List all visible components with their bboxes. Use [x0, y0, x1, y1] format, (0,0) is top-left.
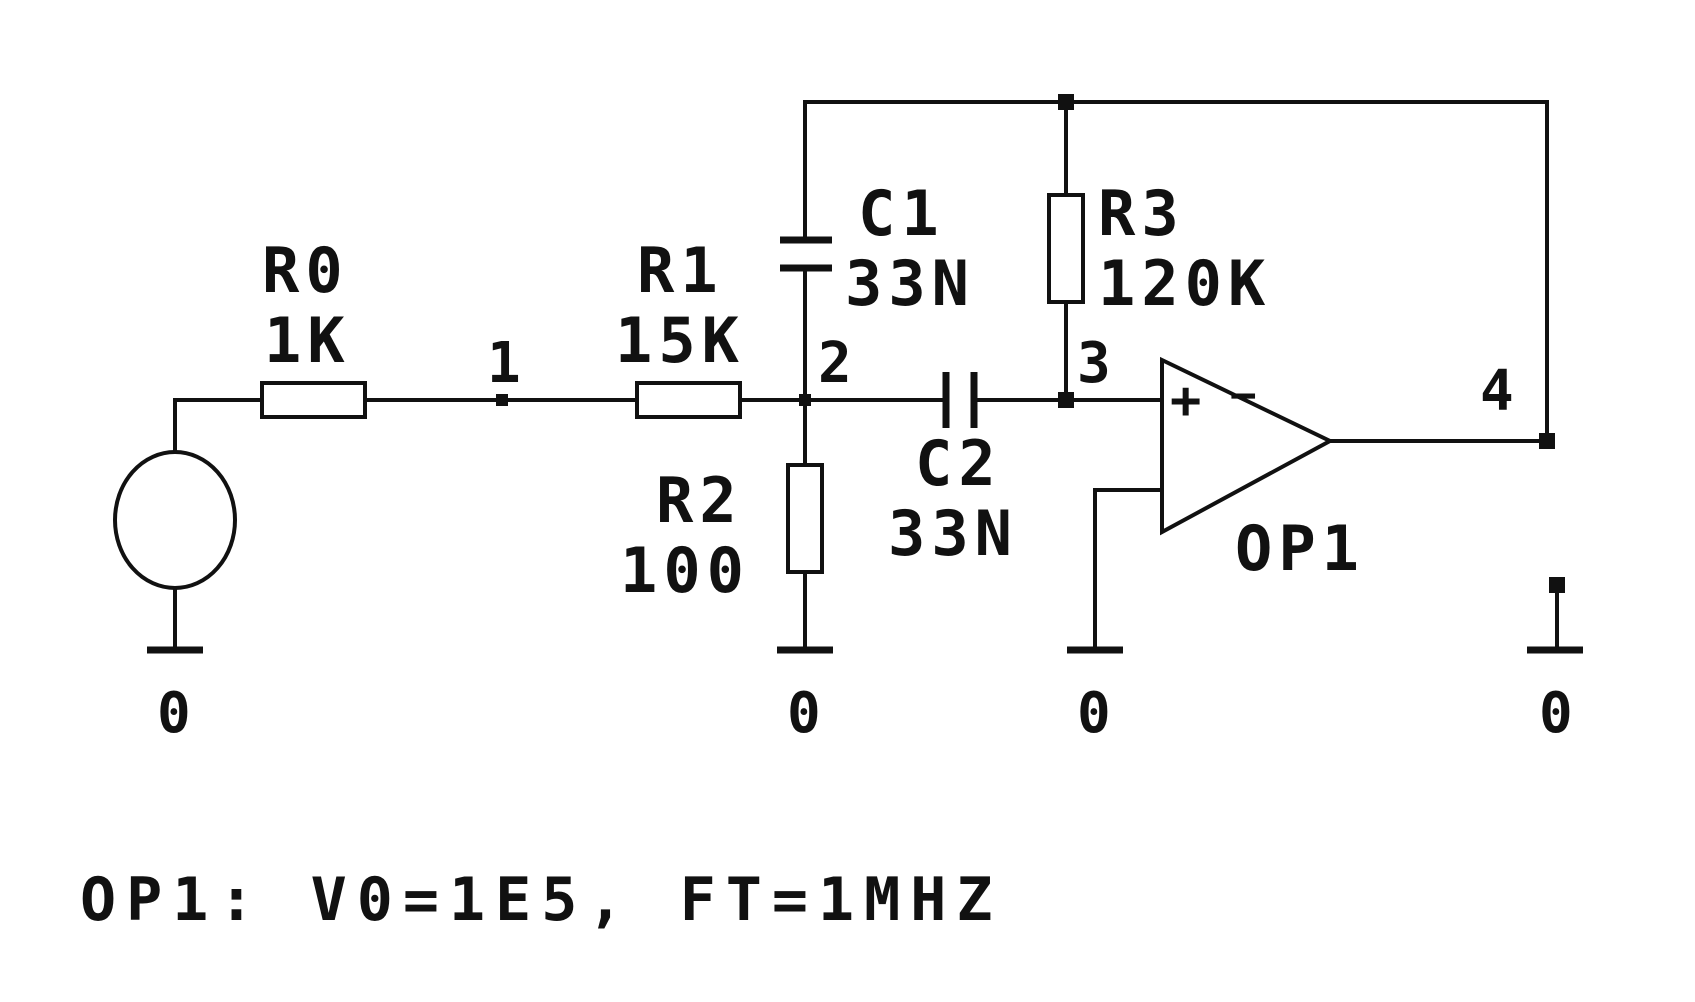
label-r0-value: 1K	[264, 304, 351, 377]
resistor-r0	[260, 381, 367, 419]
label-node2: 2	[818, 331, 852, 396]
capacitor-c1	[780, 236, 832, 272]
label-c1-name: C1	[858, 177, 945, 250]
label-op1-name: OP1	[1235, 512, 1365, 585]
label-ground-1: 0	[157, 681, 191, 746]
label-r2-name: R2	[656, 464, 743, 537]
junction-node1	[496, 394, 508, 406]
label-c1-value: 33N	[845, 247, 975, 320]
label-r0-name: R0	[262, 234, 349, 307]
opamp-op1	[1160, 356, 1335, 536]
label-c2-name: C2	[915, 427, 1002, 500]
label-r1-name: R1	[637, 234, 724, 307]
label-r3-name: R3	[1098, 177, 1185, 250]
opamp-plus-sign: +	[1170, 371, 1201, 431]
voltage-source	[113, 450, 237, 590]
label-node1: 1	[487, 331, 521, 396]
label-ground-4: 0	[1539, 681, 1573, 746]
label-node3: 3	[1077, 331, 1111, 396]
wire-source-to-r0	[173, 398, 264, 454]
opamp-minus-sign: −	[1230, 370, 1257, 421]
opamp-parameters-note: OP1: V0=1E5, FT=1MHZ	[80, 865, 1002, 935]
junction-node3	[1058, 392, 1074, 408]
wires	[173, 100, 1559, 652]
junction-top-rail	[1058, 94, 1074, 110]
label-r2-value: 100	[620, 534, 750, 607]
wire-c1-to-top-rail	[803, 100, 1068, 238]
resistor-r1	[635, 381, 742, 419]
wire-opamp-minus-to-ground	[1093, 488, 1164, 652]
wire-top-rail-to-output	[1064, 100, 1549, 443]
label-r1-value: 15K	[615, 304, 745, 377]
label-node4: 4	[1480, 359, 1514, 424]
label-ground-3: 0	[1077, 681, 1111, 746]
label-c2-value: 33N	[888, 497, 1018, 570]
resistor-r2	[786, 463, 824, 574]
label-r3-value: 120K	[1098, 247, 1271, 320]
junction-node2	[799, 394, 811, 406]
resistor-r3	[1047, 193, 1085, 304]
junction-right-ground	[1549, 577, 1565, 593]
label-ground-2: 0	[787, 681, 821, 746]
capacitor-c2	[942, 372, 978, 428]
junction-node4	[1539, 433, 1555, 449]
